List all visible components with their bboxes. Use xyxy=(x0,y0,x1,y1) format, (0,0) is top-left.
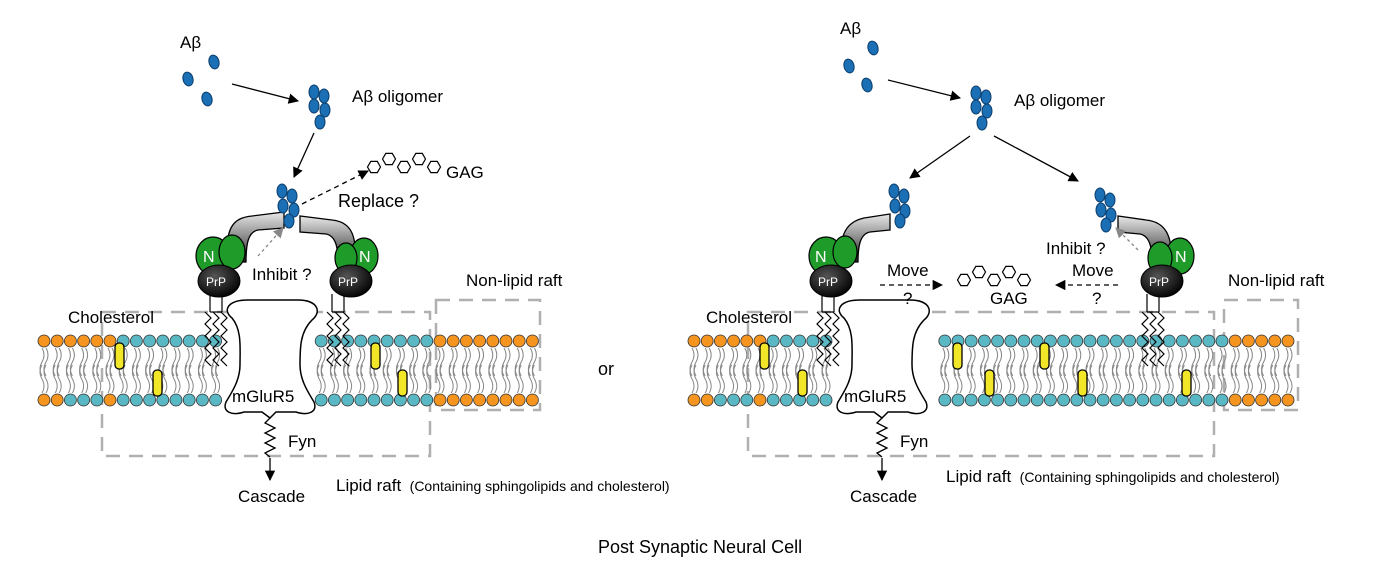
oligomer-label: Aβ oligomer xyxy=(352,87,443,106)
abeta-monomers-right xyxy=(843,40,879,93)
abeta-oligomer-left-bound xyxy=(276,183,300,229)
move-label-right: Move xyxy=(1072,261,1114,280)
cascade-label: Cascade xyxy=(850,487,917,506)
panel-left: mGluR5 Fyn Cascade N PrP xyxy=(37,33,670,506)
prp-label: PrP xyxy=(1149,275,1169,289)
gpi-anchor-right-2 xyxy=(1141,294,1165,367)
lipid-raft-caption: Lipid raft (Containing sphingolipids and… xyxy=(336,476,670,495)
lipid-raft-label: Lipid raft xyxy=(946,467,1011,486)
abeta-oligomer-right-top xyxy=(970,85,993,131)
cholesterol-molecules-right xyxy=(759,342,1192,397)
gag-chain-right xyxy=(956,265,1032,287)
prp-label: PrP xyxy=(338,275,358,289)
mglur5-receptor-right xyxy=(836,299,930,419)
fyn-label: Fyn xyxy=(288,432,316,451)
abeta-oligomer-right-bound-1 xyxy=(888,183,911,229)
inhibit-label: Inhibit ? xyxy=(1046,239,1106,258)
mglur5-receptor-left xyxy=(224,299,318,419)
lipid-raft-note: (Containing sphingolipids and cholestero… xyxy=(410,478,670,494)
or-label: or xyxy=(598,359,614,379)
prp-protein-left-2: N PrP xyxy=(299,215,379,298)
cholesterol-label: Cholesterol xyxy=(68,308,154,327)
gag-label: GAG xyxy=(446,163,484,182)
abeta-label: Aβ xyxy=(840,19,861,38)
gpi-anchor-left-2 xyxy=(326,294,350,367)
replace-arrow xyxy=(301,170,369,205)
arrow-oligomer-down-left xyxy=(293,132,315,178)
prp-label: PrP xyxy=(206,275,226,289)
lipid-raft-label: Lipid raft xyxy=(336,476,401,495)
prp-protein-left-1: N PrP xyxy=(195,211,285,298)
prp-label: PrP xyxy=(818,275,838,289)
arrow-oligomer-split-left xyxy=(909,135,971,179)
gag-chain-left xyxy=(366,152,442,174)
non-lipid-raft-label: Non-lipid raft xyxy=(466,271,563,290)
oligomer-label: Aβ oligomer xyxy=(1014,91,1105,110)
arrow-monomer-to-oligomer-left xyxy=(231,83,300,104)
lipid-raft-region xyxy=(746,310,1216,458)
membrane-bilayer-left xyxy=(37,334,539,407)
abeta-oligomer-right-bound-2 xyxy=(1094,187,1117,233)
gpi-anchor-right-1 xyxy=(816,294,840,367)
inhibit-label: Inhibit ? xyxy=(252,265,312,284)
mglur5-label: mGluR5 xyxy=(232,387,294,406)
non-lipid-raft-label: Non-lipid raft xyxy=(1228,271,1325,290)
cholesterol-molecules-left xyxy=(114,342,408,397)
abeta-monomers-left xyxy=(182,54,220,107)
panel-right: mGluR5 Fyn Cascade N PrP xyxy=(687,19,1325,506)
gpi-anchor-left-1 xyxy=(204,294,228,367)
figure-caption: Post Synaptic Neural Cell xyxy=(598,537,802,557)
move-q-left: ? xyxy=(903,289,912,308)
abeta-label: Aβ xyxy=(180,33,201,52)
non-lipid-raft-region xyxy=(1222,298,1300,412)
fyn-label: Fyn xyxy=(900,432,928,451)
arrow-oligomer-split-right xyxy=(993,135,1079,182)
cascade-label: Cascade xyxy=(238,487,305,506)
non-lipid-raft-region xyxy=(434,298,542,412)
n-terminal-label: N xyxy=(815,249,827,266)
cholesterol-label: Cholesterol xyxy=(706,308,792,327)
prp-protein-right-1: N PrP xyxy=(808,213,891,298)
abeta-oligomer-left-top xyxy=(308,84,331,130)
lipid-raft-note: (Containing sphingolipids and cholestero… xyxy=(1020,469,1280,485)
move-q-right: ? xyxy=(1092,289,1101,308)
inhibit-arrow-right xyxy=(1115,227,1139,251)
arrow-monomer-to-oligomer-right xyxy=(887,79,962,101)
n-terminal-label: N xyxy=(203,249,215,266)
lipid-raft-caption: Lipid raft (Containing sphingolipids and… xyxy=(946,467,1280,486)
membrane-bilayer-right xyxy=(687,334,1295,407)
move-label-left: Move xyxy=(887,261,929,280)
n-terminal-label: N xyxy=(1175,249,1187,266)
replace-label: Replace ? xyxy=(338,191,419,211)
fyn-zigzag-right xyxy=(875,417,889,458)
fyn-zigzag-left xyxy=(263,417,277,458)
n-terminal-label: N xyxy=(359,249,371,266)
prp-protein-right-2: N PrP xyxy=(1117,215,1195,298)
mglur5-label: mGluR5 xyxy=(844,387,906,406)
gag-label: GAG xyxy=(990,289,1028,308)
inhibit-arrow-left xyxy=(257,227,284,257)
